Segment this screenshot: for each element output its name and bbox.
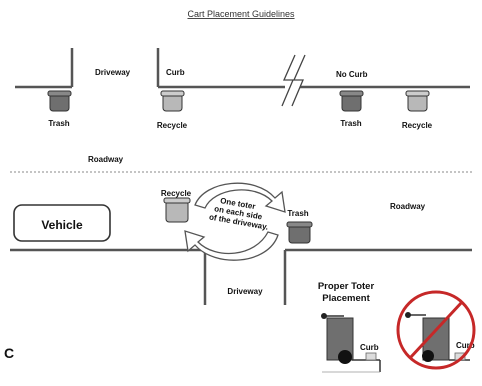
roadway-bottom-label: Roadway bbox=[390, 202, 426, 211]
recycle-label-top-right: Recycle bbox=[402, 121, 433, 130]
top-curb-label: Curb bbox=[166, 68, 185, 77]
recycle-label-bottom: Recycle bbox=[161, 189, 192, 198]
proper-cart-side-view bbox=[321, 313, 381, 373]
recycle-cart-top-left bbox=[160, 90, 185, 112]
bottom-driveway-label: Driveway bbox=[227, 287, 263, 296]
trash-cart-top-left bbox=[47, 90, 72, 112]
vehicle-label: Vehicle bbox=[41, 218, 83, 232]
bottom-curb-lines bbox=[10, 248, 472, 305]
top-no-curb-label: No Curb bbox=[336, 70, 368, 79]
roadway-top-label: Roadway bbox=[88, 155, 124, 164]
curb-label-good: Curb bbox=[360, 343, 379, 352]
no-sign-icon bbox=[396, 290, 476, 370]
trash-label-top-right: Trash bbox=[340, 119, 361, 128]
top-curb-lines bbox=[15, 48, 470, 89]
trash-cart-bottom bbox=[286, 221, 313, 244]
curb-label-bad: Curb bbox=[456, 341, 475, 350]
proper-placement-line-1: Proper Toter bbox=[318, 281, 375, 292]
recycle-label-top-left: Recycle bbox=[157, 121, 188, 130]
vehicle bbox=[13, 204, 111, 242]
recycle-cart-top-right bbox=[405, 90, 430, 112]
top-driveway-label: Driveway bbox=[95, 68, 131, 77]
diagram-title: Cart Placement Guidelines bbox=[187, 9, 295, 19]
break-symbol bbox=[281, 54, 306, 107]
trash-cart-top-right bbox=[339, 90, 364, 112]
cropped-character: C bbox=[4, 345, 14, 361]
trash-label-top-left: Trash bbox=[48, 119, 69, 128]
proper-placement-line-2: Placement bbox=[322, 293, 370, 304]
recycle-cart-bottom bbox=[163, 197, 191, 223]
trash-label-bottom: Trash bbox=[287, 209, 308, 218]
circular-arrows bbox=[184, 182, 286, 261]
